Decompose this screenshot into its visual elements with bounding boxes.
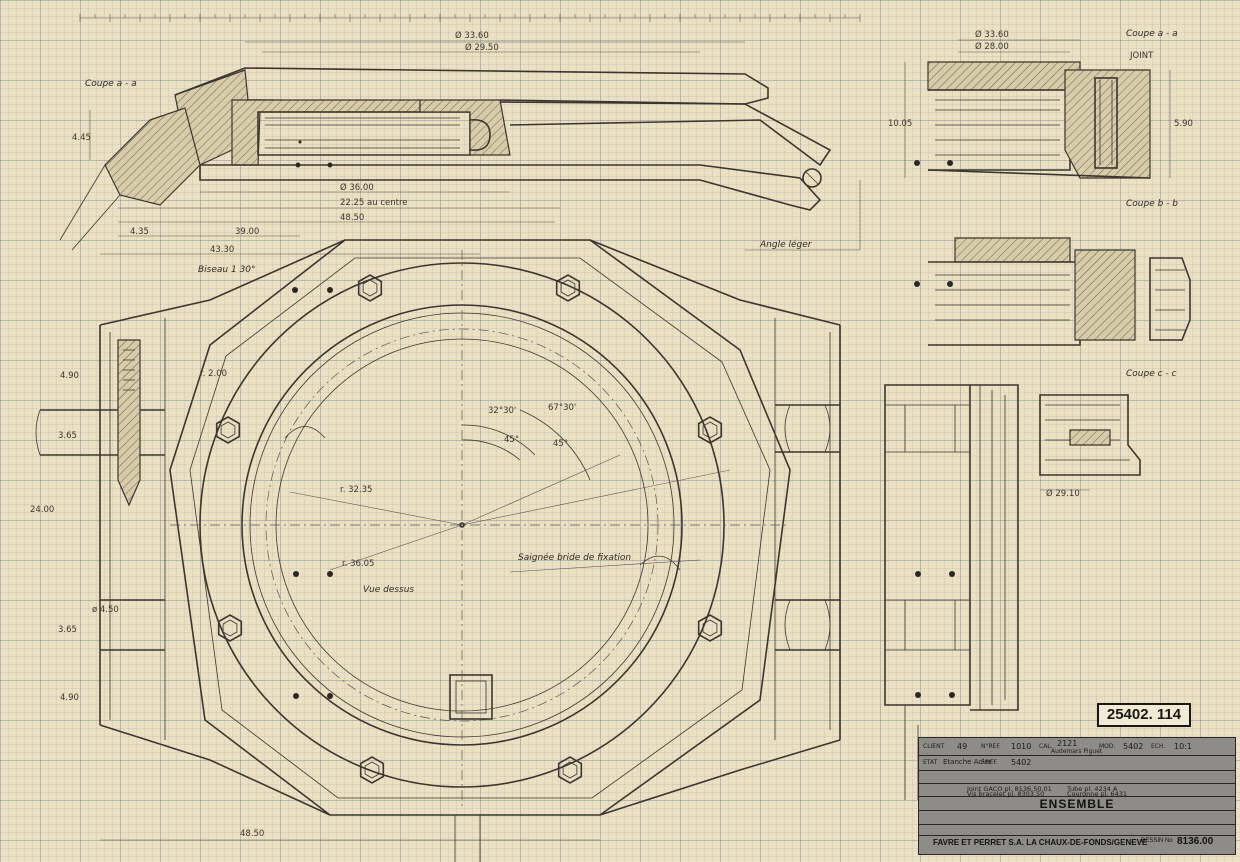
top-dimensions xyxy=(89,41,861,255)
drawing-number-stamp: 25402. 114 xyxy=(1097,703,1191,727)
label-vue-dessus: Vue dessus xyxy=(363,585,414,595)
bezel-screw-icon xyxy=(357,274,383,302)
bezel-screw-icon xyxy=(697,614,723,642)
bezel-screw-icon xyxy=(217,614,243,642)
label-coupe-aa-left: Coupe a - a xyxy=(85,79,137,89)
tb-mod-label: MOD. xyxy=(1099,743,1116,750)
dim-d3600: Ø 36.00 xyxy=(340,182,374,193)
dim-d450: ø 4.50 xyxy=(92,605,119,615)
dim-a45a: 45° xyxy=(504,435,519,445)
dim-h490b: 4.90 xyxy=(60,693,79,703)
tb-etat-label: ETAT xyxy=(923,759,938,766)
dim-w4850-bottom: 48.50 xyxy=(240,829,264,839)
dim-r3605: r. 36.05 xyxy=(342,559,374,569)
tb-vis: Vis bracelet pl. 8303.50 xyxy=(967,790,1045,798)
tb-maker: FAVRE ET PERRET S.A. LA CHAUX-DE-FONDS/G… xyxy=(933,838,1148,847)
tb-fref: 5402 xyxy=(1011,758,1032,767)
dim-w4330: 43.30 xyxy=(210,245,234,255)
bezel-screw-icon xyxy=(555,274,581,302)
dim-r200: r. 2.00 xyxy=(200,369,227,379)
bezel-screw-icon xyxy=(697,416,723,444)
dim-a45b: 45° xyxy=(553,439,568,449)
section-aa-detail xyxy=(904,39,1171,179)
dim-a6730: 67°30' xyxy=(548,403,576,413)
tb-fref-label: F.REF. xyxy=(981,759,998,766)
label-angle-leger: Angle léger xyxy=(759,239,813,250)
dim-r-d2910: Ø 29.10 xyxy=(1046,488,1080,499)
tb-mod: 5402 xyxy=(1123,742,1144,751)
dim-h590: 5.90 xyxy=(1174,119,1193,129)
dim-h365a: 3.65 xyxy=(58,431,77,441)
dim-h445: 4.45 xyxy=(72,133,91,143)
tb-ech-label: ECH. xyxy=(1151,743,1166,750)
case-side-view xyxy=(884,384,1019,800)
top-scale xyxy=(79,14,861,22)
tb-ref: 1010 xyxy=(1011,742,1032,751)
dim-w435: 4.35 xyxy=(130,227,149,237)
dim-w2400: 24.00 xyxy=(30,505,54,515)
section-cc-detail xyxy=(1039,394,1141,491)
dim-r-d3360: Ø 33.60 xyxy=(975,29,1009,40)
tb-drawno: 8136.00 xyxy=(1177,836,1214,847)
dim-w4850-top: 48.50 xyxy=(340,213,364,223)
section-aa-top-view xyxy=(59,67,832,251)
tb-drawno-label: DESSIN No xyxy=(1141,838,1173,844)
bezel-screw-icon xyxy=(215,416,241,444)
label-coupe-cc: Coupe c - c xyxy=(1126,369,1177,379)
label-coupe-bb: Coupe b - b xyxy=(1126,199,1178,209)
tb-ech: 10:1 xyxy=(1174,742,1192,751)
dim-r-d2800: Ø 28.00 xyxy=(975,41,1009,52)
dim-h490a: 4.90 xyxy=(60,371,79,381)
dim-h365b: 3.65 xyxy=(58,625,77,635)
dim-a3230: 32°30' xyxy=(488,406,516,416)
tb-cal-label: CAL. xyxy=(1039,743,1053,750)
dim-centre: 22.25 au centre xyxy=(340,198,408,208)
tb-joints: Joint GACO pl. 8136.50.01 xyxy=(967,785,1052,793)
dim-d2950: Ø 29.50 xyxy=(465,42,499,53)
label-coupe-aa-right: Coupe a - a xyxy=(1126,29,1178,39)
dim-r3235: r. 32.35 xyxy=(340,485,372,495)
label-joint: JOINT xyxy=(1129,51,1154,61)
bezel-screw-icon xyxy=(359,756,385,784)
case-top-view xyxy=(35,239,841,862)
tb-client-label: CLIENT xyxy=(923,743,945,750)
tb-couronne: Couronne pl. 6431 xyxy=(1067,790,1128,798)
section-bb-detail xyxy=(914,237,1191,346)
label-biseau: Biseau 1 30° xyxy=(198,265,256,275)
dim-w3900: 39.00 xyxy=(235,227,259,237)
tb-title: ENSEMBLE xyxy=(1039,797,1115,811)
tb-cal: 2121 xyxy=(1057,739,1078,748)
tb-client: 49 xyxy=(957,742,968,751)
title-block: CLIENT 49 N°REF. 1010 CAL. 2121 Audemars… xyxy=(918,737,1236,855)
dim-d3360: Ø 33.60 xyxy=(455,30,489,41)
bezel-screw-icon xyxy=(557,756,583,784)
tb-etat: Etanche Acier xyxy=(943,758,992,766)
tb-ref-label: N°REF. xyxy=(981,743,1001,750)
label-saignee: Saignée bride de fixation xyxy=(518,552,631,563)
tb-tube: Tube pl. 4234 A xyxy=(1067,785,1118,793)
dim-h1005: 10.05 xyxy=(888,119,912,129)
tb-maker-short: Audemars Piguet xyxy=(1051,748,1103,755)
